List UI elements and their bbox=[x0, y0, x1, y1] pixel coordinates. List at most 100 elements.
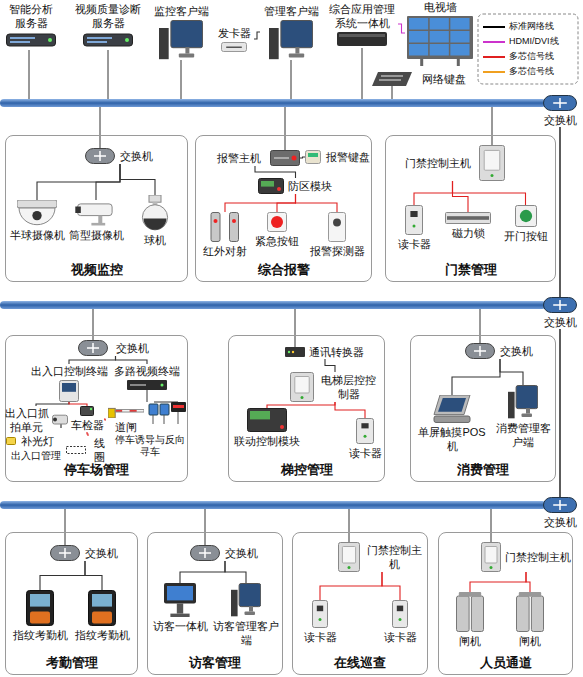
device-node: 视频质量诊断服务器 bbox=[72, 2, 144, 48]
device-label: 闸机 bbox=[508, 634, 552, 648]
device-label: 交换机 bbox=[111, 341, 153, 355]
device-icon bbox=[140, 195, 170, 231]
device-label: 开门按钮 bbox=[498, 229, 553, 243]
device-node: 读卡器 bbox=[392, 205, 436, 251]
device-icon bbox=[456, 592, 484, 632]
device-node: 红外对射 bbox=[200, 212, 250, 258]
legend-text: 标准网络线 bbox=[509, 21, 554, 32]
device-node: 读卡器 bbox=[380, 600, 420, 644]
device-label: 门禁控制主机 bbox=[363, 543, 426, 571]
device-icon bbox=[108, 406, 144, 418]
subsystem-panel: 人员通道门禁控制主机闸机闸机 bbox=[438, 532, 573, 675]
connector bbox=[325, 359, 335, 372]
device-icon bbox=[73, 200, 119, 226]
device-label: 读卡器 bbox=[380, 630, 420, 644]
device-node: 交换机 bbox=[540, 497, 580, 529]
connector bbox=[453, 181, 526, 205]
device-node: 交换机 bbox=[85, 148, 155, 164]
device-node: 线圈 bbox=[66, 436, 110, 464]
device-icon bbox=[372, 72, 412, 86]
device-node: 出入口抓拍单元 bbox=[4, 406, 68, 434]
device-label: 读卡器 bbox=[300, 630, 340, 644]
device-node: 防区模块 bbox=[258, 178, 333, 194]
subsystem-panel: 考勤管理交换机指纹考勤机指纹考勤机 bbox=[5, 532, 138, 675]
panel-title: 考勤管理 bbox=[46, 655, 98, 671]
device-icon bbox=[479, 145, 505, 181]
panel-title: 梯控管理 bbox=[281, 462, 333, 478]
device-node: 交换机 bbox=[50, 545, 120, 561]
device-node: 消费管理客户端 bbox=[492, 385, 554, 449]
panel-title: 停车场管理 bbox=[64, 462, 129, 478]
connector bbox=[180, 561, 225, 583]
device-icon bbox=[85, 148, 115, 164]
connector bbox=[37, 164, 120, 200]
legend-swatch bbox=[483, 41, 505, 43]
device-node: 交换机 bbox=[540, 297, 580, 329]
device-label: 访客一体机 bbox=[150, 619, 210, 633]
device-label: 出入口抓拍单元 bbox=[4, 406, 49, 434]
device-icon bbox=[543, 95, 577, 111]
device-node: 监控客户端 bbox=[150, 4, 212, 60]
device-node: 补光灯 bbox=[6, 434, 56, 448]
device-label: 筒型摄像机 bbox=[66, 228, 126, 242]
device-node: 闸机 bbox=[448, 592, 492, 648]
device-icon bbox=[66, 446, 86, 454]
legend-row: 标准网络线 bbox=[483, 19, 577, 34]
device-icon bbox=[50, 545, 80, 561]
device-label: 车检器 bbox=[70, 418, 104, 432]
device-node: 半球摄像机 bbox=[8, 200, 66, 242]
legend-swatch bbox=[483, 26, 505, 28]
panel-title: 在线巡查 bbox=[334, 655, 386, 671]
device-icon bbox=[26, 590, 54, 626]
device-label: 门禁控制主机 bbox=[504, 550, 571, 564]
device-icon bbox=[405, 205, 423, 235]
device-node: 交换机 bbox=[78, 340, 153, 356]
device-label: 防区模块 bbox=[287, 179, 333, 193]
device-label: 出入口控制终端 bbox=[28, 364, 110, 378]
legend-row: 多芯信号线 bbox=[483, 64, 577, 79]
device-node: 综合应用管理系统一体机 bbox=[326, 2, 398, 46]
device-icon bbox=[17, 200, 57, 226]
device-label: 发卡器 bbox=[214, 26, 254, 40]
device-node: 道闸 bbox=[106, 406, 146, 434]
legend-text: 多芯信号线 bbox=[509, 51, 554, 62]
device-label: 交换机 bbox=[118, 149, 155, 163]
connector bbox=[398, 24, 405, 33]
device-icon bbox=[305, 150, 321, 164]
device-icon bbox=[83, 32, 133, 48]
device-icon bbox=[59, 380, 79, 402]
device-icon bbox=[80, 406, 94, 416]
panel-title: 视频监控 bbox=[71, 262, 123, 278]
device-icon bbox=[356, 418, 374, 444]
connector bbox=[382, 572, 400, 600]
device-icon bbox=[328, 212, 346, 242]
device-label: 交换机 bbox=[223, 546, 260, 560]
device-label: 单屏触摸POS机 bbox=[413, 425, 491, 453]
device-node: 通讯转换器 bbox=[285, 345, 365, 359]
network-wire bbox=[29, 48, 492, 545]
subsystem-panel: 在线巡查 门禁控制主机读卡器 读卡器 bbox=[292, 532, 428, 675]
panel-title: 人员通道 bbox=[480, 655, 532, 671]
panel-title: 综合报警 bbox=[258, 262, 310, 278]
connector bbox=[225, 561, 246, 583]
group-caption: 停车诱导与反向寻车 bbox=[114, 434, 186, 458]
connector bbox=[120, 164, 155, 195]
device-label: 视频质量诊断服务器 bbox=[72, 2, 144, 30]
device-node: 报警键盘 bbox=[305, 150, 371, 164]
legend: 标准网络线HDMI/DVI线多芯信号线多芯信号线 bbox=[483, 19, 577, 79]
panel-title: 消费管理 bbox=[457, 462, 509, 478]
subsystem-panel: 消费管理交换机单屏触摸POS机消费管理客户端 bbox=[410, 335, 556, 482]
device-label: 读卡器 bbox=[392, 237, 436, 251]
device-node: 闸机 bbox=[508, 592, 552, 648]
device-icon bbox=[270, 150, 300, 166]
connector bbox=[452, 359, 500, 395]
device-node: 门禁控制主机 bbox=[338, 542, 426, 572]
device-node: 报警探测器 bbox=[306, 212, 368, 258]
connector bbox=[267, 402, 335, 408]
device-node: 磁力锁 bbox=[440, 212, 496, 240]
device-icon bbox=[258, 178, 284, 194]
connector bbox=[69, 356, 116, 364]
device-label: 报警主机 bbox=[210, 151, 267, 165]
device-node: 指纹考勤机 bbox=[10, 590, 70, 642]
